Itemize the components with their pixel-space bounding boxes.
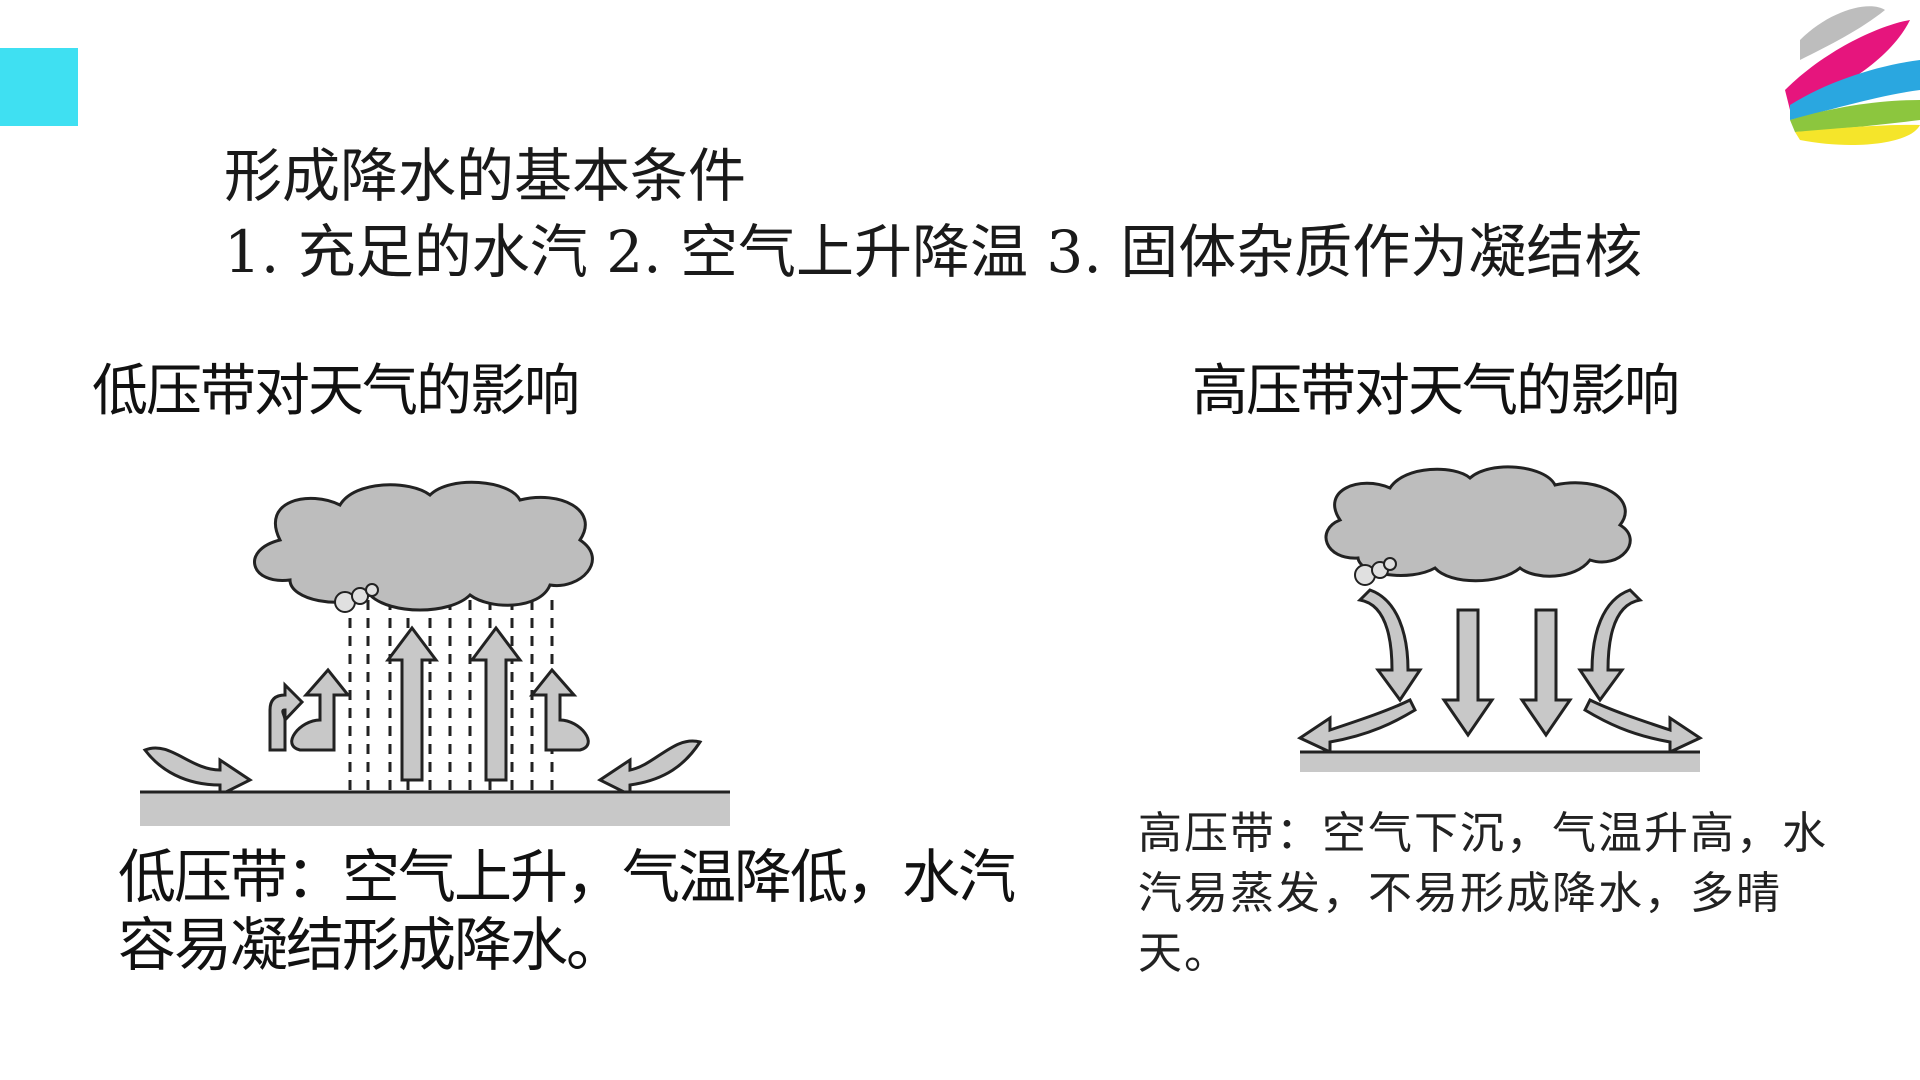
heading-conditions-list: 1. 充足的水汽 2. 空气上升降温 3. 固体杂质作为凝结核 bbox=[224, 218, 1643, 286]
ground-surface bbox=[140, 792, 730, 826]
low-pressure-title: 低压带对天气的影响 bbox=[92, 359, 580, 422]
heading-title: 形成降水的基本条件 bbox=[224, 142, 747, 210]
conditions-heading: 形成降水的基本条件 1. 充足的水汽 2. 空气上升降温 3. 固体杂质作为凝结… bbox=[224, 138, 1744, 290]
condensation-nuclei-icon bbox=[1354, 557, 1397, 586]
converging-air-arrows bbox=[142, 739, 703, 798]
diverging-air-arrows bbox=[1296, 697, 1704, 755]
high-pressure-title: 高压带对天气的影响 bbox=[1192, 359, 1680, 422]
low-pressure-caption: 低压带：空气上升，气温降低，水汽容易凝结形成降水。 bbox=[118, 845, 1016, 978]
rain-lines bbox=[348, 600, 554, 790]
cloud-icon bbox=[253, 480, 594, 612]
cloud-icon bbox=[1324, 465, 1632, 583]
sinking-air-arrows bbox=[1356, 588, 1644, 738]
high-pressure-caption: 高压带：空气下沉，气温升高，水汽易蒸发，不易形成降水，多晴天。 bbox=[1138, 808, 1828, 979]
high-pressure-diagram bbox=[1296, 465, 1704, 772]
rising-air-arrows bbox=[268, 625, 590, 782]
condensation-nuclei-icon bbox=[334, 583, 379, 613]
ground-surface bbox=[1300, 752, 1700, 772]
brand-logo bbox=[1785, 6, 1920, 145]
low-pressure-diagram bbox=[140, 480, 730, 826]
accent-square bbox=[0, 48, 78, 126]
